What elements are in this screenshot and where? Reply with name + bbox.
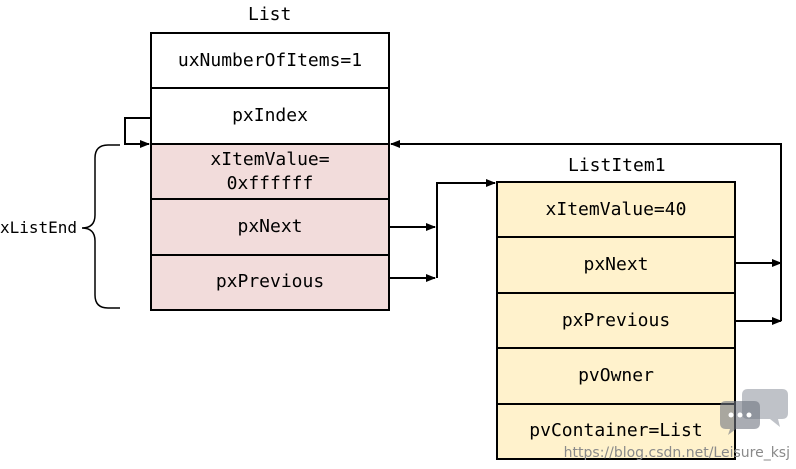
list-end-field-px-next: pxNext [152, 198, 388, 254]
watermark-url: https://blog.csdn.net/Leisure_ksj [563, 445, 790, 461]
list-item-field-px-previous: pxPrevious [498, 291, 734, 348]
list-item-box: xItemValue=40 pxNext pxPrevious pvOwner … [496, 181, 736, 460]
list-item-field-pv-container: pvContainer=List [498, 402, 734, 459]
list-end-brace [81, 144, 120, 309]
list-item-field-item-value: xItemValue=40 [498, 183, 734, 237]
list-end-label: xListEnd [0, 218, 78, 237]
list-item-title: ListItem1 [568, 155, 666, 176]
list-box: uxNumberOfItems=1 pxIndex xItemValue= 0x… [150, 32, 390, 311]
chat-bubble-icon [720, 389, 788, 435]
list-title: List [248, 4, 292, 25]
return-to-list-end-arrow [390, 140, 782, 321]
list-end-field-item-value: xItemValue= 0xffffff [152, 142, 388, 199]
list-field-ux-number-of-items: uxNumberOfItems=1 [152, 34, 388, 88]
list-item-entry-arrow [436, 179, 496, 278]
list-item-field-pv-owner: pvOwner [498, 347, 734, 403]
list-field-px-index: pxIndex [152, 87, 388, 143]
px-index-arrow [124, 117, 150, 148]
list-item-field-px-next: pxNext [498, 236, 734, 292]
list-end-field-px-previous: pxPrevious [152, 253, 388, 310]
